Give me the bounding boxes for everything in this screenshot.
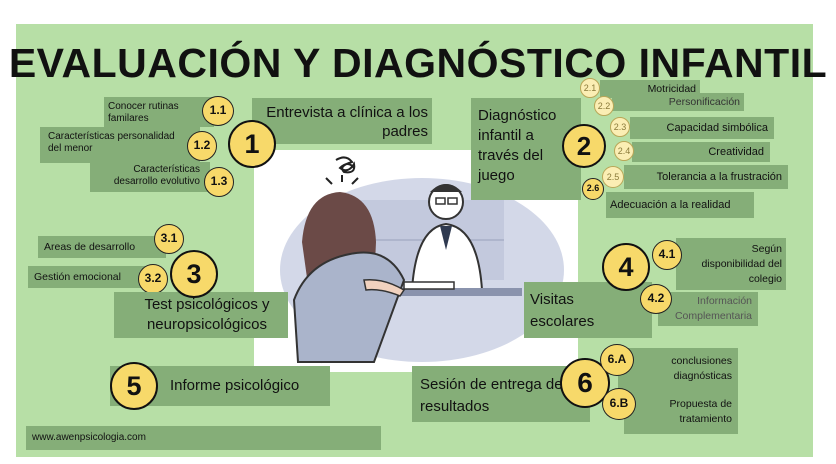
item-4-2-number: 4.2	[640, 284, 672, 314]
item-2-3-label: Capacidad simbólica	[666, 122, 769, 134]
website-footer[interactable]: www.awenpsicologia.com	[26, 426, 381, 450]
item-3-1-number: 3.1	[154, 224, 184, 254]
item-2-4-box	[632, 142, 770, 162]
item-2-4-number: 2.4	[614, 141, 634, 161]
section4-number: 4	[602, 243, 650, 291]
item-6b-number: 6.B	[602, 388, 636, 420]
item-3-2-label: Gestión emocional	[34, 271, 121, 283]
section5-number: 5	[110, 362, 158, 410]
page-title: EVALUACIÓN Y DIAGNÓSTICO INFANTIL	[8, 40, 828, 86]
section4-box	[524, 282, 652, 338]
item-6a-box	[618, 348, 738, 392]
section1-number: 1	[228, 120, 276, 168]
item-2-3-box	[630, 117, 774, 139]
item-1-3-number: 1.3	[204, 167, 234, 197]
child-therapist-consultation-scene	[280, 156, 564, 364]
section3-label: Test psicológicos y neuropsicológicos	[144, 296, 270, 333]
item-3-1-box	[38, 236, 166, 258]
item-2-5-label: Tolerancia a la frustración	[656, 171, 782, 183]
item-2-1-number: 2.1	[580, 78, 600, 98]
item-4-2-box	[658, 292, 758, 326]
item-1-2-label: Características personalidad del menor	[48, 131, 175, 154]
item-2-1-label: Motricidad	[647, 83, 696, 95]
item-2-6-box	[606, 192, 754, 218]
section4-label: Visitas escolares	[530, 291, 595, 330]
item-2-5-box	[624, 165, 788, 189]
section6-label: Sesión de entrega de resultados	[420, 376, 563, 415]
item-2-6-number: 2.6	[582, 178, 604, 200]
item-1-1-box	[104, 97, 214, 127]
item-3-1-label: Areas de desarrollo	[44, 241, 136, 253]
item-4-2-label: Información Complementaria	[674, 295, 752, 322]
item-6a-number: 6.A	[600, 344, 634, 376]
section2-number: 2	[562, 124, 606, 168]
item-4-1-number: 4.1	[652, 240, 682, 270]
section2-label: Diagnóstico infantil a través del juego	[478, 107, 557, 184]
item-6b-box	[624, 392, 738, 434]
item-2-2-label: Personificación	[668, 96, 740, 108]
item-1-1-label: Conocer rutinas familares	[108, 101, 179, 124]
item-6a-label: conclusiones diagnósticas	[671, 355, 732, 382]
section1-box	[252, 98, 432, 144]
section3-box	[114, 292, 288, 338]
item-2-5-number: 2.5	[602, 166, 624, 188]
item-1-1-number: 1.1	[202, 96, 234, 126]
section5-label: Informe psicológico	[170, 377, 300, 394]
item-2-4-label: Creatividad	[708, 146, 764, 158]
item-1-3-label: Características desarrollo evolutivo	[113, 164, 200, 187]
item-1-2-box	[40, 127, 200, 163]
section1-label: Entrevista a clínica a los padres	[266, 104, 428, 140]
item-2-3-number: 2.3	[610, 117, 630, 137]
item-4-1-box	[676, 238, 786, 290]
item-2-2-number: 2.2	[594, 96, 614, 116]
item-1-2-number: 1.2	[187, 131, 217, 161]
item-3-2-box	[28, 266, 146, 288]
item-2-2-box	[612, 93, 744, 111]
item-2-6-label: Adecuación a la realidad	[610, 199, 731, 211]
item-6b-label: Propuesta de tratamiento	[669, 398, 732, 425]
item-3-2-number: 3.2	[138, 264, 168, 294]
item-4-1-label: Según disponibilidad del colegio	[701, 243, 782, 285]
item-1-3-box	[90, 162, 210, 192]
section3-number: 3	[170, 250, 218, 298]
